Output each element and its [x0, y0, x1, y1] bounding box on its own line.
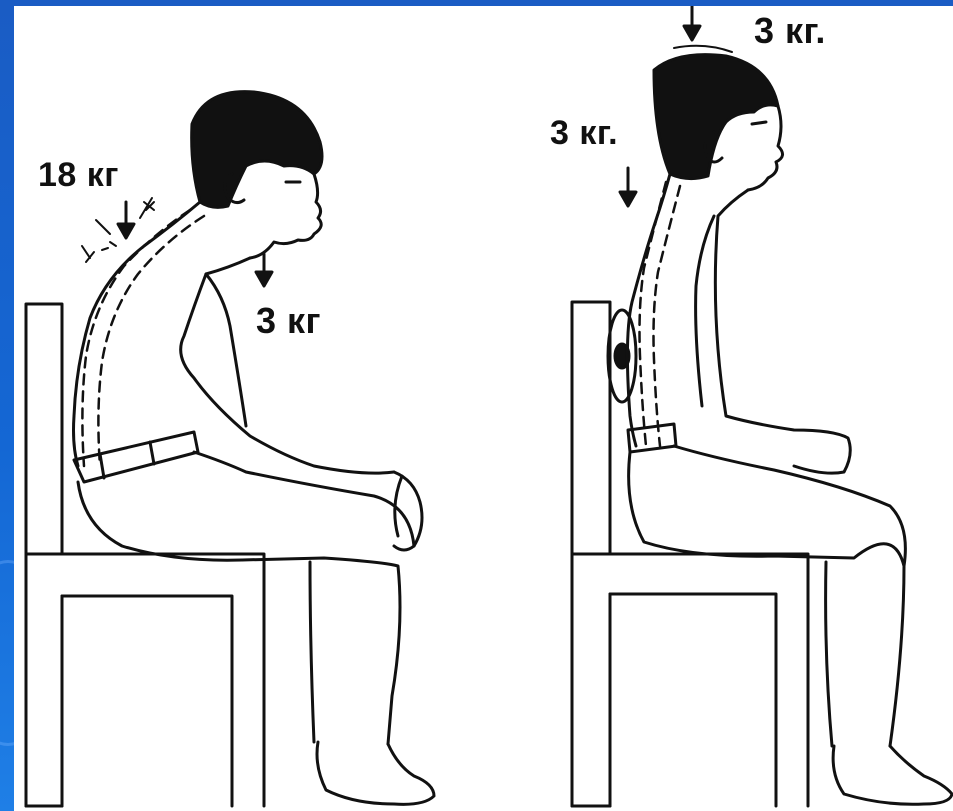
- upright-top-load-label: 3 кг.: [754, 10, 826, 52]
- right-hair: [654, 55, 778, 179]
- slouching-figure: [26, 92, 434, 806]
- left-hair: [192, 92, 322, 208]
- head-load-plate: [674, 46, 732, 52]
- left-load-arrows: [96, 198, 272, 286]
- upright-figure: [572, 6, 952, 806]
- posture-illustration-panel: 18 кг 3 кг 3 кг. 3 кг.: [14, 6, 953, 811]
- posture-drawing: [14, 6, 953, 811]
- left-chair: [26, 304, 264, 806]
- slouch-upper-load-label: 18 кг: [38, 156, 119, 195]
- upright-back-load-label: 3 кг.: [550, 114, 618, 153]
- right-chair: [572, 302, 808, 806]
- slouch-head-load-label: 3 кг: [256, 300, 321, 342]
